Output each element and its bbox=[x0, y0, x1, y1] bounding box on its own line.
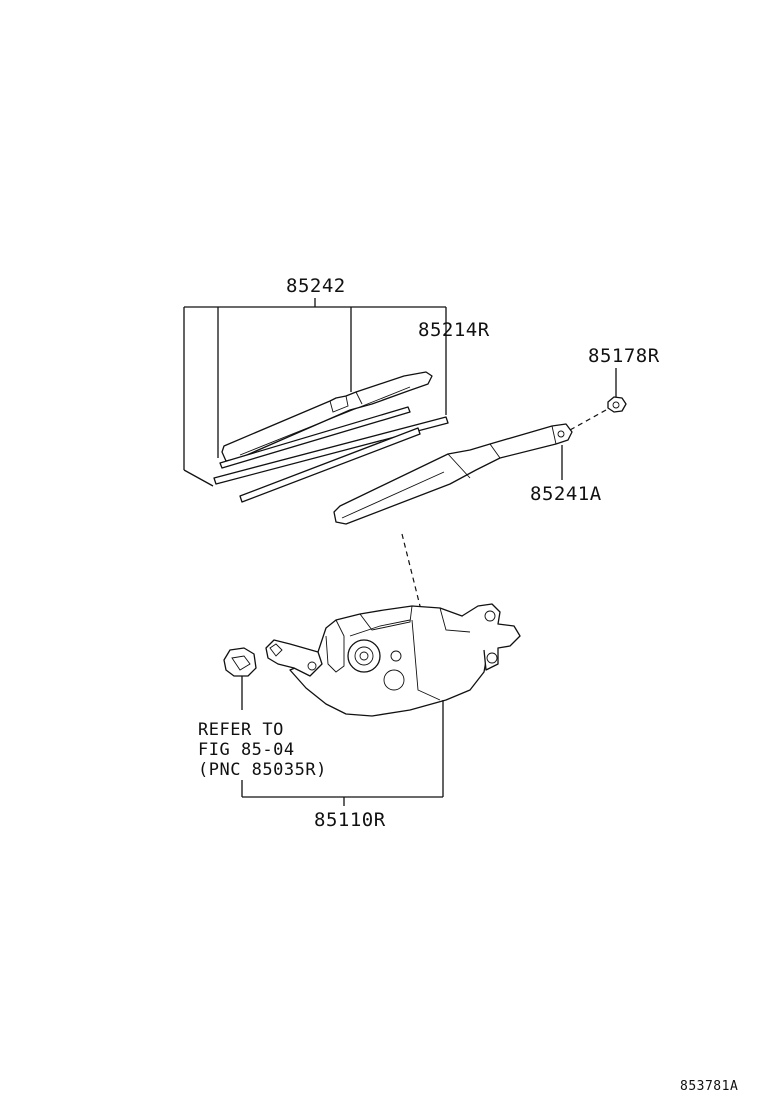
motor-bracket bbox=[241, 700, 444, 806]
arm-to-motor-dashed-line bbox=[401, 533, 423, 615]
motor-connector bbox=[223, 647, 257, 710]
part-label-85178R: 85178R bbox=[588, 345, 660, 367]
blade-assembly-bracket bbox=[183, 298, 447, 487]
refer-note-line-2: FIG 85-04 bbox=[198, 740, 295, 760]
diagram-id: 853781A bbox=[680, 1079, 738, 1094]
refer-note-line-3: (PNC 85035R) bbox=[198, 760, 327, 780]
part-label-85242: 85242 bbox=[286, 275, 346, 297]
refer-note-line-1: REFER TO bbox=[198, 720, 284, 740]
part-label-85214R: 85214R bbox=[418, 319, 490, 341]
part-label-85110R: 85110R bbox=[314, 809, 386, 831]
wiper-motor bbox=[265, 603, 521, 717]
wiper-blade bbox=[213, 371, 449, 503]
arm-nut bbox=[607, 368, 627, 413]
wiper-arm bbox=[333, 423, 573, 525]
part-label-85241A: 85241A bbox=[530, 483, 602, 505]
nut-to-arm-dashed-line bbox=[569, 409, 607, 431]
